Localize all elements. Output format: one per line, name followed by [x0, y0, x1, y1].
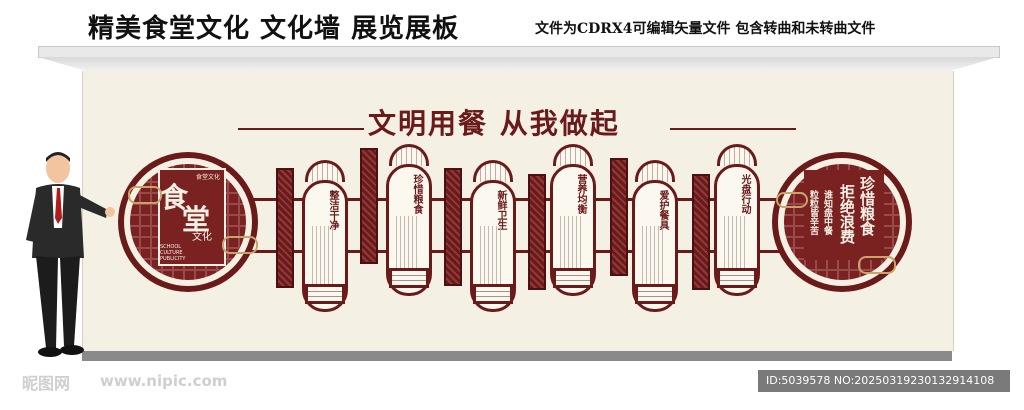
image-id-bar: ID:5039578 NO:20250319230132914108 — [758, 370, 1010, 392]
decor-post — [276, 168, 294, 288]
left-badge-char2: 堂 — [182, 203, 211, 236]
panel-5-title: 爱护餐具 — [657, 190, 668, 230]
watermark-url: www.nipic.com — [100, 372, 228, 390]
cloud-icon — [222, 236, 258, 254]
wall-cap — [38, 46, 1000, 58]
decor-post — [610, 158, 628, 276]
slogan-rule-right — [670, 128, 796, 130]
businessman-figure — [26, 152, 115, 357]
wall-slogan: 文明用餐 从我做起 — [368, 107, 620, 140]
right-badge-col3: 谁知盘中餐 — [822, 190, 832, 235]
panel-3-title: 新鲜卫生 — [495, 190, 506, 230]
left-badge-small: 文化 — [192, 232, 212, 243]
panel-foot — [473, 284, 513, 304]
panel-4-body — [560, 216, 582, 280]
decor-post — [444, 168, 462, 286]
rail-top — [240, 198, 800, 201]
panel-foot — [389, 268, 429, 288]
panel-foot — [635, 284, 675, 304]
page-subtitle: 文件为CDRX4可编辑矢量文件 包含转曲和未转曲文件 — [535, 21, 876, 37]
right-badge-col4: 粒粒皆辛苦 — [808, 190, 818, 235]
left-badge-english: SCHOOL CULTURE PUBLICITY — [160, 244, 186, 262]
panel-1-body — [312, 226, 334, 290]
watermark-logo: 昵图网 — [22, 374, 71, 393]
cloud-icon — [858, 256, 896, 274]
panel-5-body — [642, 226, 664, 290]
left-badge-plaque — [158, 168, 226, 266]
cloud-icon — [128, 186, 162, 204]
right-badge-col2: 拒绝浪费 — [838, 184, 856, 244]
slogan-rule-left — [238, 128, 364, 130]
page-title: 精美食堂文化 文化墙 展览展板 — [88, 14, 460, 44]
decor-post — [528, 174, 546, 290]
wall-top-shadow — [38, 57, 998, 71]
panel-2-body — [396, 216, 418, 280]
decor-post — [692, 174, 710, 290]
right-badge-plaque — [804, 170, 884, 260]
wall-floor — [82, 351, 952, 361]
cloud-icon — [776, 192, 808, 208]
panel-6-title: 光盘行动 — [739, 174, 750, 214]
decor-post — [360, 148, 378, 264]
left-badge-tag: 食堂文化 — [196, 174, 221, 181]
panel-foot — [305, 284, 345, 304]
panel-1-title: 整洁干净 — [327, 190, 338, 230]
right-badge-col1: 珍惜粮食 — [858, 176, 876, 236]
rail-bottom — [240, 250, 800, 253]
panel-3-body — [480, 226, 502, 290]
panel-6-body — [724, 216, 746, 280]
panel-foot — [553, 268, 593, 288]
left-badge-char1: 食 — [160, 181, 189, 214]
panel-4-title: 营养均衡 — [575, 174, 586, 214]
panel-2-title: 珍惜粮食 — [411, 174, 422, 214]
panel-foot — [717, 268, 757, 288]
